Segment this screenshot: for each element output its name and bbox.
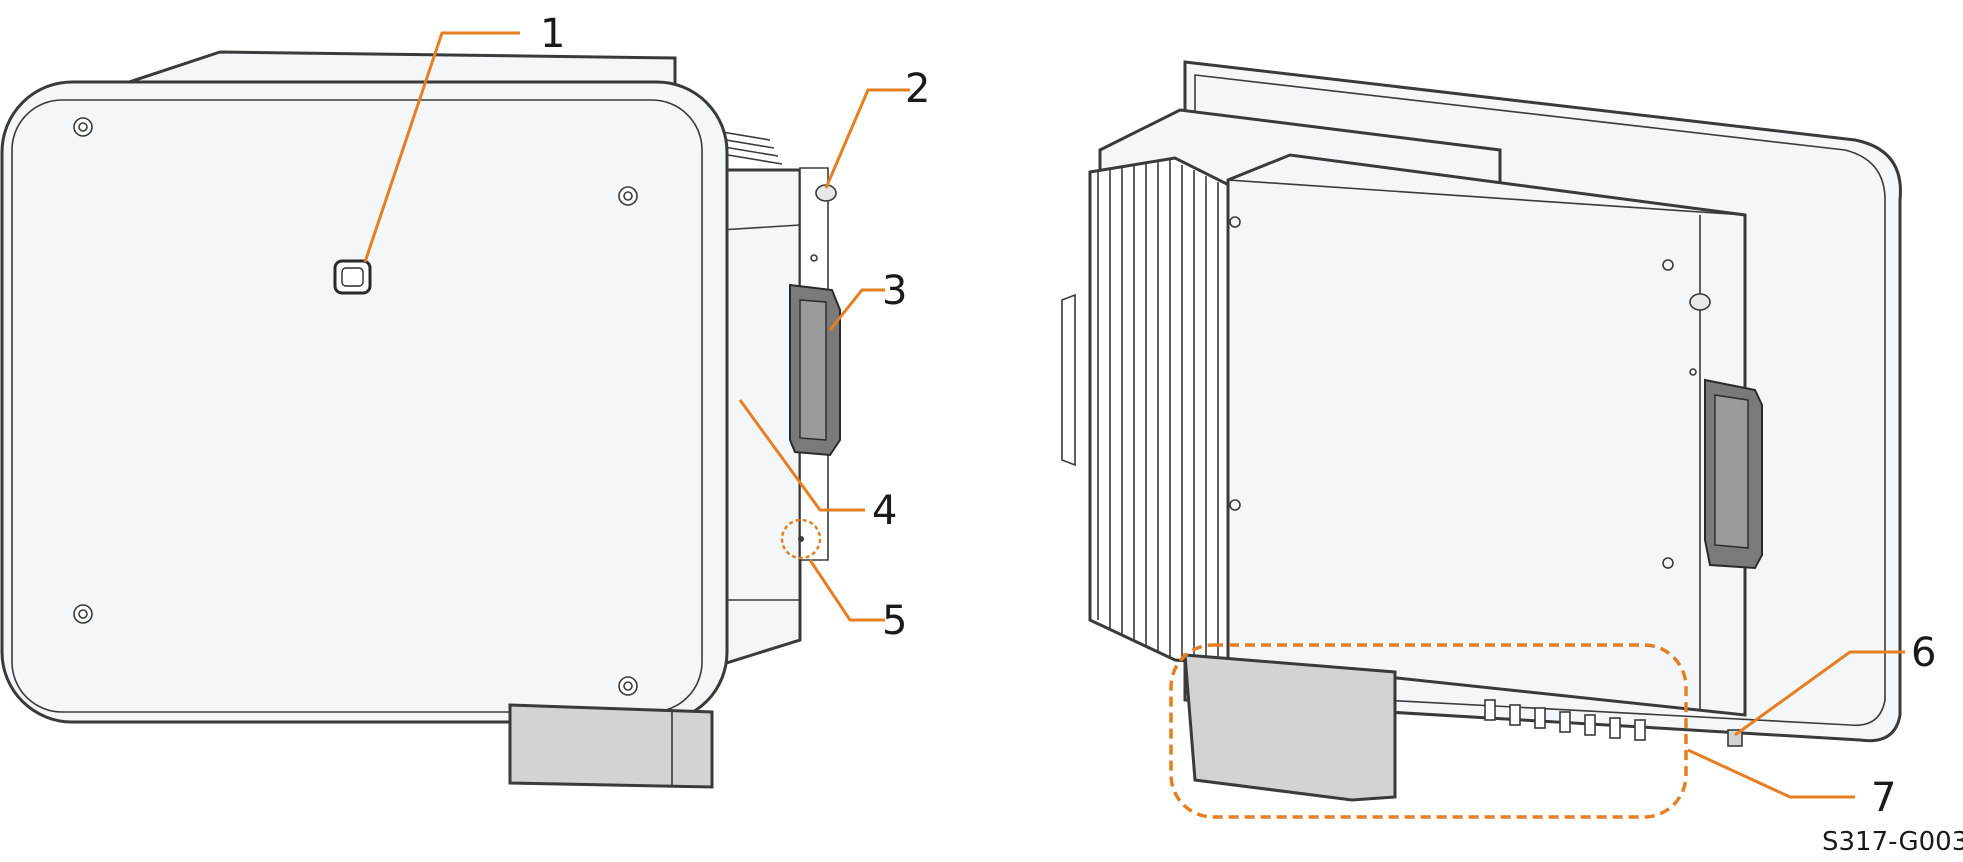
front-view: [0, 50, 841, 789]
leader-lines: [363, 31, 1905, 819]
callout-2: 2: [905, 66, 930, 112]
screw-icon: [73, 117, 638, 696]
rear-view: [1061, 60, 1902, 802]
led-indicator-icon: [333, 259, 372, 295]
heat-sink: [1088, 156, 1237, 667]
callout-labels: 1 2 3 4 5 6 7: [540, 11, 1936, 821]
callout-7: 7: [1871, 775, 1896, 821]
callout-6: 6: [1911, 630, 1936, 676]
callout-4: 4: [872, 488, 897, 534]
callout-1: 1: [540, 11, 565, 57]
callout-5: 5: [882, 598, 907, 644]
figure-code: S317-G003: [1822, 827, 1963, 857]
callout-3: 3: [882, 268, 907, 314]
